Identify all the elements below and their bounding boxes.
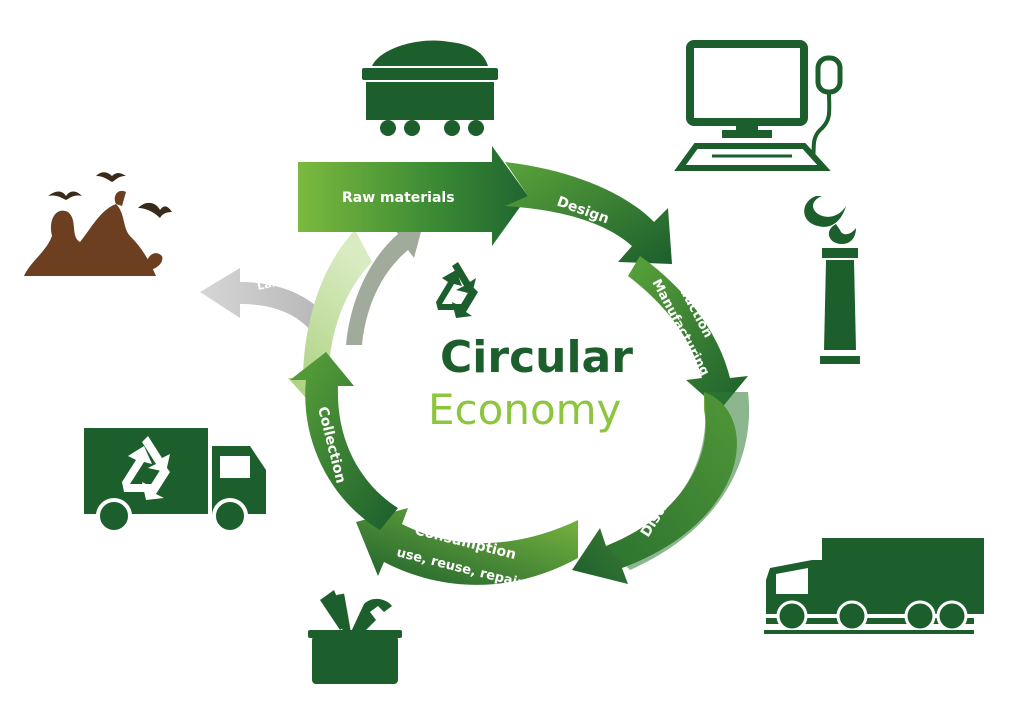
delivery-truck-icon (764, 538, 984, 634)
collection-segment: Collection (290, 352, 398, 530)
design-segment: Design (505, 162, 672, 264)
landfill-icon (24, 172, 172, 276)
bird-icon (48, 172, 172, 218)
raw-materials-label: Raw materials (342, 190, 455, 206)
computer-icon (674, 40, 843, 171)
recycling-segment: Recycling (288, 226, 422, 408)
mine-cart-icon (362, 40, 498, 136)
title-economy: Economy (428, 385, 621, 434)
raw-materials-arrow: Raw materials (298, 146, 528, 246)
title-circular: Circular (440, 332, 633, 383)
production-segment: Production Manufacturing (628, 256, 748, 410)
consumption-segment: Consumption use, reuse, repair (356, 508, 578, 591)
factory-chimney-icon (804, 196, 860, 364)
recycling-truck-icon (84, 428, 266, 534)
toolbox-icon (308, 590, 402, 684)
recycle-symbol-icon (436, 262, 478, 318)
